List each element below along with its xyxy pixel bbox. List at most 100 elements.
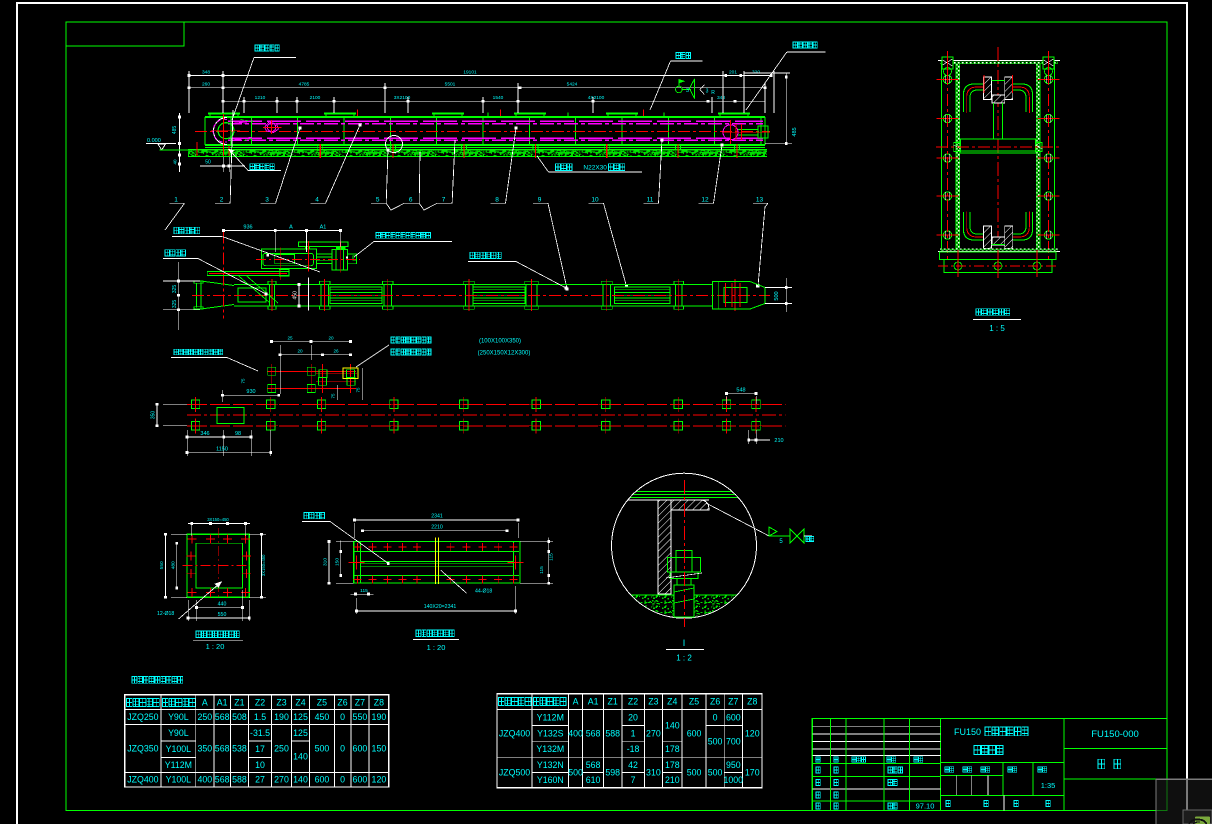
svg-text:98: 98 xyxy=(235,431,241,437)
svg-text:250: 250 xyxy=(274,743,289,753)
svg-text:0: 0 xyxy=(713,712,718,722)
svg-text:201: 201 xyxy=(729,69,737,75)
svg-text:2210: 2210 xyxy=(431,525,443,531)
svg-text:1.5: 1.5 xyxy=(254,712,266,722)
svg-text:50: 50 xyxy=(205,160,211,166)
svg-text:20: 20 xyxy=(297,349,303,354)
svg-text:170: 170 xyxy=(745,768,760,778)
svg-text:7: 7 xyxy=(442,197,446,204)
svg-text:568: 568 xyxy=(586,760,601,770)
svg-text:600: 600 xyxy=(353,743,368,753)
svg-text:Z1: Z1 xyxy=(234,698,244,708)
svg-text:190: 190 xyxy=(274,712,289,722)
svg-text:13: 13 xyxy=(756,197,764,204)
svg-text:1210: 1210 xyxy=(255,95,266,101)
svg-text:A1: A1 xyxy=(320,224,327,230)
svg-text:JZQ400: JZQ400 xyxy=(127,775,158,785)
svg-text:3X150=450: 3X150=450 xyxy=(207,517,229,522)
svg-text:140: 140 xyxy=(665,720,680,730)
svg-text:450: 450 xyxy=(315,712,330,722)
svg-text:JZQ500: JZQ500 xyxy=(499,768,530,778)
svg-text:310: 310 xyxy=(323,558,329,566)
svg-text:75: 75 xyxy=(331,393,336,399)
svg-text:19101: 19101 xyxy=(463,69,477,75)
svg-text:500: 500 xyxy=(708,736,723,746)
svg-text:568: 568 xyxy=(215,743,230,753)
svg-text:485: 485 xyxy=(792,127,798,136)
svg-text:1000: 1000 xyxy=(724,775,744,785)
svg-text:568: 568 xyxy=(586,728,601,738)
svg-text:508: 508 xyxy=(232,712,247,722)
svg-text:936: 936 xyxy=(243,224,252,230)
svg-text:115: 115 xyxy=(360,588,368,594)
svg-text:Z4: Z4 xyxy=(295,698,305,708)
svg-text:930: 930 xyxy=(246,389,255,395)
svg-text:700: 700 xyxy=(726,736,741,746)
svg-text:Z8: Z8 xyxy=(374,698,384,708)
svg-text:4: 4 xyxy=(315,197,319,204)
svg-text:1150: 1150 xyxy=(216,446,228,452)
svg-text:Y90L: Y90L xyxy=(168,728,189,738)
svg-text:17: 17 xyxy=(255,744,265,754)
svg-text:3X2100: 3X2100 xyxy=(394,95,411,101)
svg-text:44-Ø18: 44-Ø18 xyxy=(475,589,492,595)
svg-text:2341: 2341 xyxy=(431,514,443,520)
svg-text:A: A xyxy=(573,697,579,707)
svg-text:3: 3 xyxy=(686,88,689,94)
svg-text:Z2: Z2 xyxy=(628,697,638,707)
svg-text:260: 260 xyxy=(202,82,210,88)
svg-text:480: 480 xyxy=(170,561,176,569)
svg-text:600: 600 xyxy=(726,712,741,722)
svg-text:Y132S: Y132S xyxy=(537,728,564,738)
svg-text:FU150-000: FU150-000 xyxy=(1091,729,1139,740)
svg-text:150: 150 xyxy=(372,743,387,753)
svg-text:270: 270 xyxy=(646,728,661,738)
svg-text:97.10: 97.10 xyxy=(916,802,935,811)
svg-text:115: 115 xyxy=(549,553,555,561)
svg-text:JZQ350: JZQ350 xyxy=(127,743,158,753)
svg-text:Z3: Z3 xyxy=(648,697,658,707)
svg-text:Z6: Z6 xyxy=(337,698,347,708)
svg-text:Y90L: Y90L xyxy=(168,712,189,722)
svg-text:27: 27 xyxy=(255,775,265,785)
svg-text:125: 125 xyxy=(293,712,308,722)
svg-text:320: 320 xyxy=(752,69,760,75)
svg-text:Y100L: Y100L xyxy=(166,744,192,754)
svg-text:40: 40 xyxy=(173,159,178,165)
svg-text:Z8: Z8 xyxy=(747,697,757,707)
svg-text:7: 7 xyxy=(631,775,636,785)
svg-text:A1: A1 xyxy=(217,698,228,708)
svg-text:598: 598 xyxy=(605,768,620,778)
svg-text:400: 400 xyxy=(197,775,212,785)
svg-text:75: 75 xyxy=(356,387,361,393)
svg-text:348: 348 xyxy=(202,69,210,75)
svg-text:120: 120 xyxy=(372,775,387,785)
svg-text:4X2100: 4X2100 xyxy=(588,95,605,101)
svg-text:600: 600 xyxy=(315,775,330,785)
svg-text:1 : 5: 1 : 5 xyxy=(989,324,1005,333)
svg-text:5: 5 xyxy=(779,539,783,545)
svg-text:FU150: FU150 xyxy=(954,727,981,737)
svg-text:Y132M: Y132M xyxy=(536,744,564,754)
svg-text:(100X100X350): (100X100X350) xyxy=(479,339,521,345)
svg-text:568: 568 xyxy=(215,712,230,722)
svg-text:R: R xyxy=(711,90,715,96)
svg-text:3: 3 xyxy=(265,197,269,204)
svg-text:Z7: Z7 xyxy=(728,697,738,707)
svg-text:568: 568 xyxy=(215,775,230,785)
svg-text:2: 2 xyxy=(220,197,224,204)
svg-text:350: 350 xyxy=(197,743,212,753)
svg-text:75: 75 xyxy=(241,378,246,384)
svg-text:140: 140 xyxy=(293,775,308,785)
svg-text:950: 950 xyxy=(726,760,741,770)
svg-text:210: 210 xyxy=(774,438,783,444)
svg-text:Y112M: Y112M xyxy=(165,760,192,770)
svg-text:N22X30: N22X30 xyxy=(583,164,607,171)
svg-text:Z2: Z2 xyxy=(255,698,265,708)
svg-text:Z7: Z7 xyxy=(355,698,365,708)
svg-text:Y100L: Y100L xyxy=(166,775,192,785)
svg-text:A: A xyxy=(289,224,293,230)
svg-text:9: 9 xyxy=(538,197,542,204)
svg-text:346: 346 xyxy=(200,431,209,437)
svg-text:310: 310 xyxy=(646,768,661,778)
